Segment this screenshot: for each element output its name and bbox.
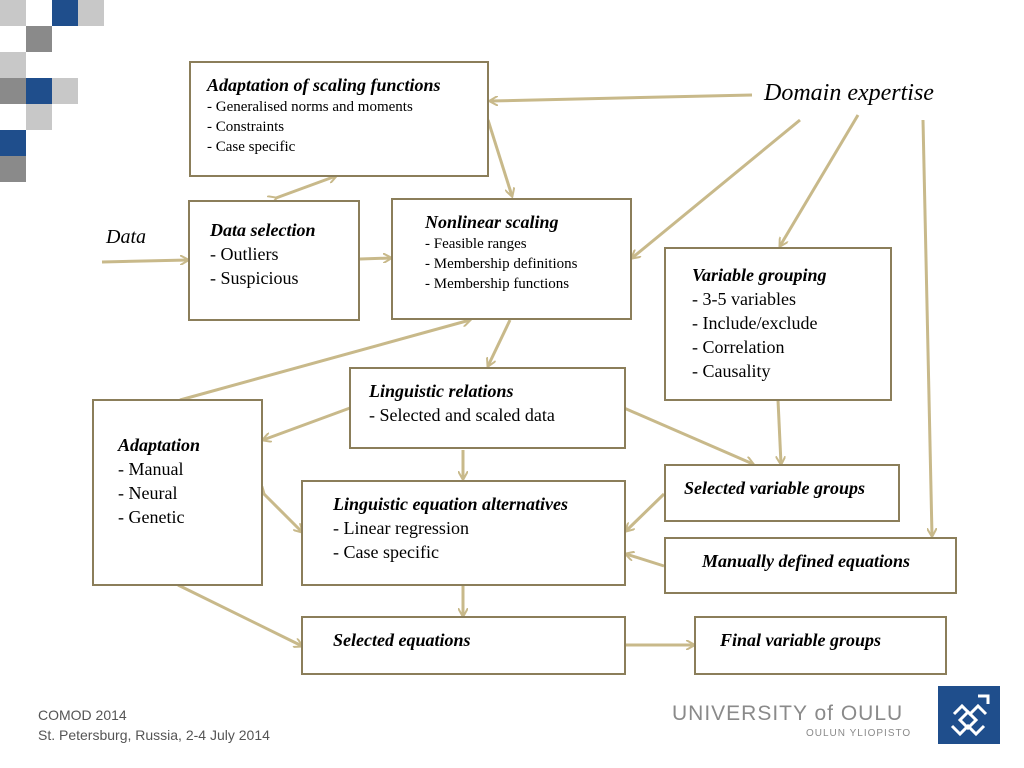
selected-equations-box: Selected equations (301, 616, 626, 675)
footer: COMOD 2014 St. Petersburg, Russia, 2-4 J… (38, 705, 270, 745)
domain-expertise-label: Domain expertise (764, 80, 934, 106)
box-line: - Neural (118, 483, 178, 503)
arrow (263, 406, 351, 440)
deco-square (52, 78, 78, 104)
box-line: - Generalised norms and moments (207, 99, 413, 115)
arrow (264, 494, 302, 532)
arrow (780, 114, 860, 246)
adaptation-box: Adaptation - Manual - Neural - Genetic (92, 399, 263, 586)
box-line: - Causality (692, 361, 771, 381)
box-line: - 3-5 variables (692, 289, 796, 309)
variable-grouping-box: Variable grouping - 3-5 variables - Incl… (664, 247, 892, 401)
university-logo-icon (938, 686, 1000, 744)
university-name: UNIVERSITY of OULU (672, 702, 904, 725)
deco-square (0, 0, 26, 26)
box-title: Data selection (210, 220, 316, 240)
university-subname: OULUN YLIOPISTO (806, 728, 912, 739)
box-line: - Manual (118, 459, 184, 479)
footer-line1: COMOD 2014 (38, 707, 127, 723)
arrow (359, 258, 391, 259)
selected-variable-groups-box: Selected variable groups (664, 464, 900, 522)
deco-square (26, 104, 52, 130)
arrow (101, 260, 188, 262)
nonlinear-scaling-box: Nonlinear scaling - Feasible ranges - Me… (391, 198, 632, 320)
linguistic-equation-alternatives-box: Linguistic equation alternatives - Linea… (301, 480, 626, 586)
box-title: Manually defined equations (702, 551, 911, 571)
linguistic-relations-box: Linguistic relations - Selected and scal… (349, 367, 626, 449)
box-title: Adaptation of scaling functions (207, 75, 441, 95)
deco-square (0, 130, 26, 156)
box-title: Selected variable groups (684, 478, 865, 498)
deco-square (0, 52, 26, 78)
deco-square (0, 156, 26, 182)
box-title: Selected equations (333, 630, 471, 650)
data-label: Data (106, 226, 146, 248)
deco-square (0, 78, 26, 104)
deco-square (26, 78, 52, 104)
arrow (177, 583, 302, 646)
box-line: - Membership functions (425, 276, 570, 292)
final-variable-groups-box: Final variable groups (694, 616, 947, 675)
arrow (488, 319, 512, 366)
box-line: - Feasible ranges (425, 236, 527, 252)
deco-square (78, 0, 104, 26)
box-line: - Constraints (207, 119, 285, 135)
box-line: - Suspicious (210, 268, 299, 288)
arrow (626, 554, 665, 568)
arrow (623, 406, 753, 464)
arrow (632, 118, 801, 258)
footer-line2: St. Petersburg, Russia, 2-4 July 2014 (38, 727, 270, 743)
box-line: - Genetic (118, 507, 185, 527)
box-line: - Selected and scaled data (369, 405, 555, 425)
arrow (179, 320, 470, 402)
box-line: - Membership definitions (425, 256, 578, 272)
box-title: Linguistic equation alternatives (333, 494, 569, 514)
arrow (778, 399, 781, 464)
box-title: Final variable groups (720, 630, 882, 650)
box-line: - Case specific (207, 139, 296, 155)
box-line: - Outliers (210, 244, 279, 264)
data-selection-box: Data selection - Outliers - Suspicious (188, 200, 360, 321)
arrow (921, 119, 932, 536)
box-title: Linguistic relations (369, 381, 514, 401)
arrow (626, 492, 666, 531)
box-line: - Linear regression (333, 518, 469, 538)
box-line: - Case specific (333, 542, 439, 562)
box-title: Variable grouping (692, 265, 827, 285)
box-line: - Include/exclude (692, 313, 818, 333)
arrow (276, 176, 336, 198)
box-title: Adaptation (118, 435, 201, 455)
box-title: Nonlinear scaling (425, 212, 559, 232)
box-line: - Correlation (692, 337, 785, 357)
deco-square (26, 26, 52, 52)
arrow (490, 93, 753, 101)
manually-defined-equations-box: Manually defined equations (664, 537, 957, 594)
adaptation-scaling-box: Adaptation of scaling functions - Genera… (189, 61, 489, 177)
arrow (486, 119, 512, 196)
deco-square (52, 0, 78, 26)
